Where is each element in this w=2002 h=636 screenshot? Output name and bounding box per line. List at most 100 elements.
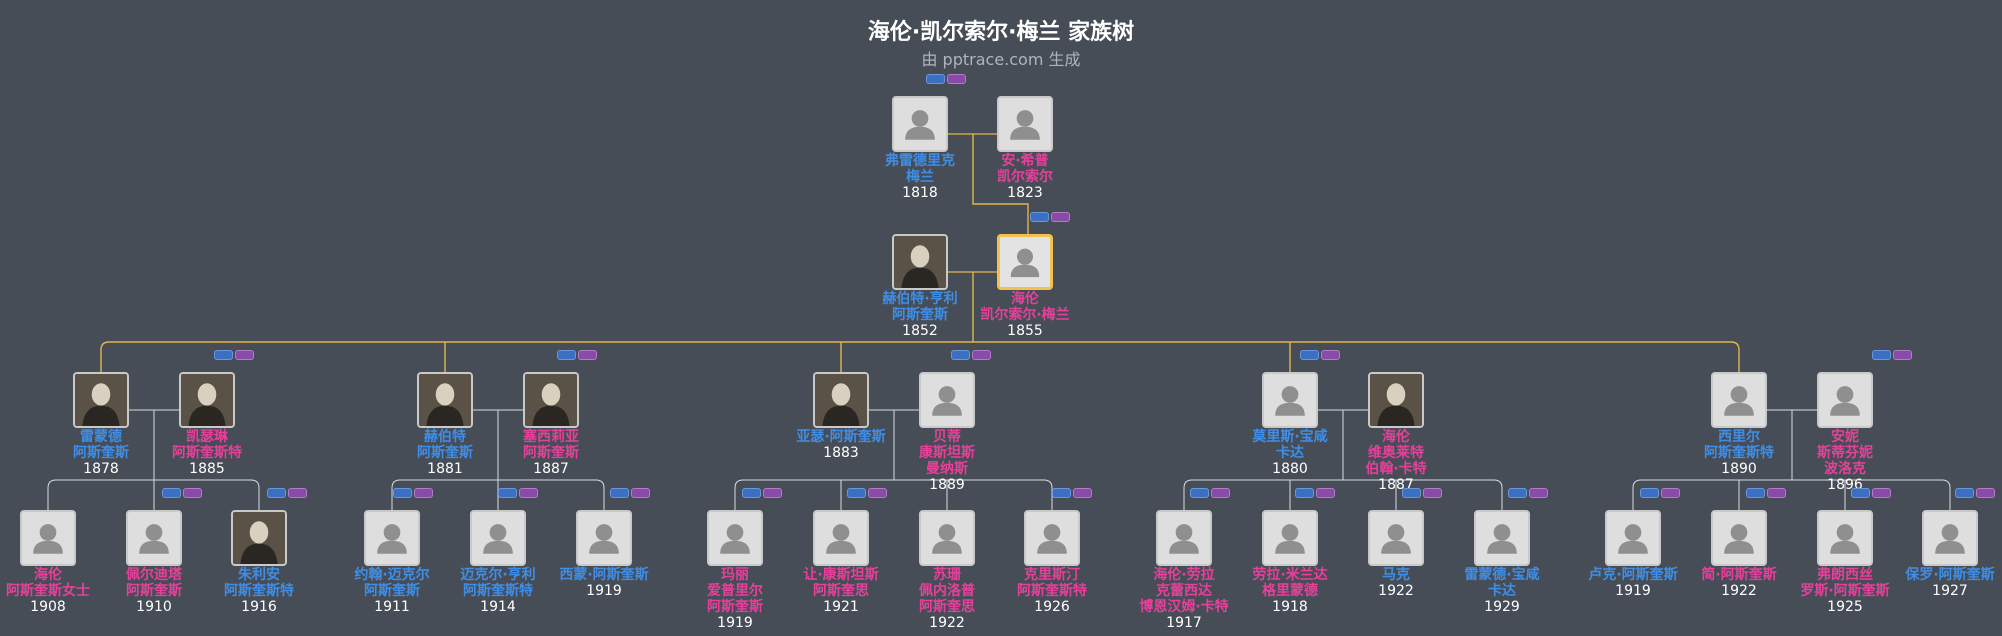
expand-male-toggle[interactable] — [847, 488, 866, 498]
expand-male-toggle[interactable] — [742, 488, 761, 498]
expand-male-toggle[interactable] — [1300, 350, 1319, 360]
expand-female-toggle[interactable] — [183, 488, 202, 498]
person-card[interactable] — [1817, 372, 1873, 428]
expand-male-toggle[interactable] — [1955, 488, 1974, 498]
expand-female-toggle[interactable] — [947, 74, 966, 84]
person-card[interactable] — [1262, 372, 1318, 428]
person-card[interactable] — [1024, 510, 1080, 566]
expand-male-toggle[interactable] — [1052, 488, 1071, 498]
person-card[interactable] — [813, 372, 869, 428]
expand-female-toggle[interactable] — [1872, 488, 1891, 498]
expand-male-toggle[interactable] — [1508, 488, 1527, 498]
person-card[interactable] — [892, 234, 948, 290]
person-card[interactable] — [997, 96, 1053, 152]
expand-female-toggle[interactable] — [1316, 488, 1335, 498]
expand-female-toggle[interactable] — [414, 488, 433, 498]
expand-female-toggle[interactable] — [1211, 488, 1230, 498]
person-card[interactable] — [364, 510, 420, 566]
expand-male-toggle[interactable] — [926, 74, 945, 84]
person-card[interactable] — [73, 372, 129, 428]
person-card[interactable] — [1368, 372, 1424, 428]
expand-female-toggle[interactable] — [1767, 488, 1786, 498]
expand-female-toggle[interactable] — [1661, 488, 1680, 498]
expand-female-toggle[interactable] — [1976, 488, 1995, 498]
person-card[interactable] — [707, 510, 763, 566]
person-card[interactable] — [231, 510, 287, 566]
expand-female-toggle[interactable] — [972, 350, 991, 360]
person-card[interactable] — [20, 510, 76, 566]
expand-female-toggle[interactable] — [235, 350, 254, 360]
expand-male-toggle[interactable] — [1190, 488, 1209, 498]
expand-male-toggle[interactable] — [162, 488, 181, 498]
expand-male-toggle[interactable] — [1295, 488, 1314, 498]
expand-female-toggle[interactable] — [1893, 350, 1912, 360]
person-card[interactable] — [1368, 510, 1424, 566]
expand-male-toggle[interactable] — [610, 488, 629, 498]
person-card[interactable] — [523, 372, 579, 428]
expand-female-toggle[interactable] — [631, 488, 650, 498]
expand-male-toggle[interactable] — [557, 350, 576, 360]
person-card[interactable] — [813, 510, 869, 566]
person-card[interactable] — [1262, 510, 1318, 566]
expand-female-toggle[interactable] — [1073, 488, 1092, 498]
expand-female-toggle[interactable] — [1529, 488, 1548, 498]
person-card[interactable] — [417, 372, 473, 428]
expand-female-toggle[interactable] — [288, 488, 307, 498]
person-card[interactable] — [1474, 510, 1530, 566]
person-card[interactable] — [919, 372, 975, 428]
person-card[interactable] — [1156, 510, 1212, 566]
expand-female-toggle[interactable] — [868, 488, 887, 498]
expand-male-toggle[interactable] — [1872, 350, 1891, 360]
expand-male-toggle[interactable] — [1746, 488, 1765, 498]
expand-male-toggle[interactable] — [951, 350, 970, 360]
person-card[interactable] — [997, 234, 1053, 290]
person-card[interactable] — [576, 510, 632, 566]
person-card[interactable] — [1605, 510, 1661, 566]
expand-male-toggle[interactable] — [1640, 488, 1659, 498]
expand-male-toggle[interactable] — [393, 488, 412, 498]
expand-male-toggle[interactable] — [214, 350, 233, 360]
expand-female-toggle[interactable] — [763, 488, 782, 498]
person-card[interactable] — [1817, 510, 1873, 566]
expand-male-toggle[interactable] — [1030, 212, 1049, 222]
person-card[interactable] — [1922, 510, 1978, 566]
expand-female-toggle[interactable] — [519, 488, 538, 498]
expand-female-toggle[interactable] — [1423, 488, 1442, 498]
person-card[interactable] — [126, 510, 182, 566]
person-card[interactable] — [892, 96, 948, 152]
expand-male-toggle[interactable] — [1851, 488, 1870, 498]
person-card[interactable] — [1711, 372, 1767, 428]
